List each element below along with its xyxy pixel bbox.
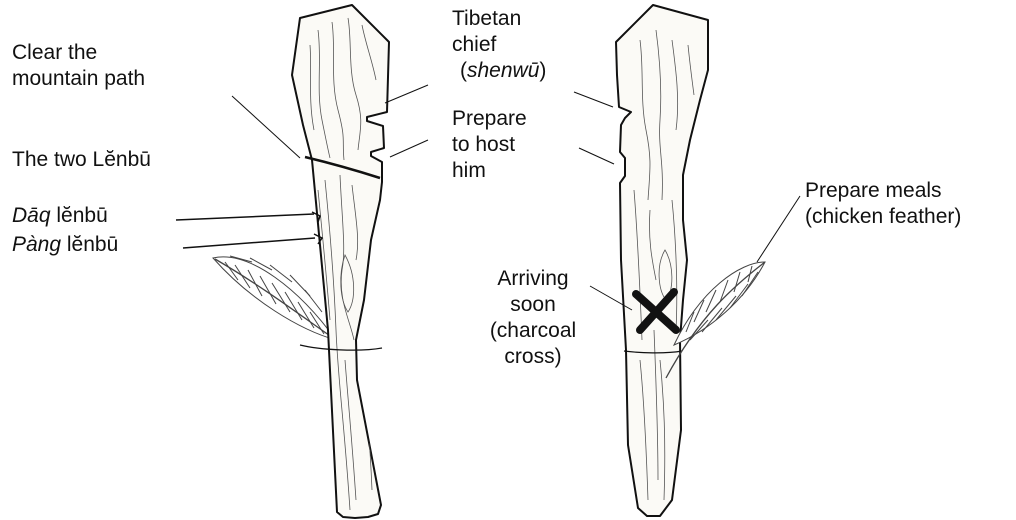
leader-clear-path <box>232 96 300 158</box>
label-daq-rest: lĕnbū <box>51 204 108 227</box>
label-prepare-host: Prepare to host him <box>452 106 527 184</box>
label-meals-line1: Prepare meals <box>805 179 942 202</box>
label-chief-line1: Tibetan <box>452 7 521 30</box>
label-arriving-line1: Arriving <box>497 267 568 290</box>
label-tibetan-chief: Tibetan chief (shenwū) <box>452 6 546 84</box>
label-chief-line3: (shenwū) <box>452 59 546 82</box>
feather-icon <box>213 256 336 340</box>
leader-pang <box>183 238 315 248</box>
label-pang-italic: Pàng <box>12 233 61 256</box>
leader-daq <box>176 214 314 220</box>
label-prepare-meals: Prepare meals (chicken feather) <box>805 178 961 230</box>
label-chief-line2: chief <box>452 33 496 56</box>
leader-chief-right <box>574 92 613 107</box>
right-stick <box>616 5 708 516</box>
label-shenwu: shenwū <box>467 59 539 82</box>
label-arriving-soon: Arriving soon (charcoal cross) <box>470 266 596 370</box>
label-daq-lenbu: Dāq lĕnbū <box>12 203 108 229</box>
label-clear-path-line2: mountain path <box>12 67 145 90</box>
label-arriving-line3: (charcoal <box>490 319 576 342</box>
left-stick <box>292 5 389 518</box>
label-host-line1: Prepare <box>452 107 527 130</box>
label-daq-italic: Dāq <box>12 204 51 227</box>
leader-meals <box>757 196 800 262</box>
label-arriving-line4: cross) <box>504 345 561 368</box>
leader-host-right <box>579 148 614 164</box>
label-host-line2: to host <box>452 133 515 156</box>
label-pang-rest: lĕnbū <box>61 233 118 256</box>
label-meals-line2: (chicken feather) <box>805 205 961 228</box>
label-clear-path-line1: Clear the <box>12 41 97 64</box>
leader-chief-left <box>385 85 428 103</box>
leader-host-left <box>390 140 428 157</box>
label-clear-path: Clear the mountain path <box>12 40 145 92</box>
label-arriving-line2: soon <box>510 293 556 316</box>
paren-close: ) <box>539 59 546 82</box>
label-two-lenbu: The two Lĕnbū <box>12 147 151 173</box>
label-host-line3: him <box>452 159 486 182</box>
paren-open: ( <box>460 59 467 82</box>
label-pang-lenbu: Pàng lĕnbū <box>12 232 118 258</box>
